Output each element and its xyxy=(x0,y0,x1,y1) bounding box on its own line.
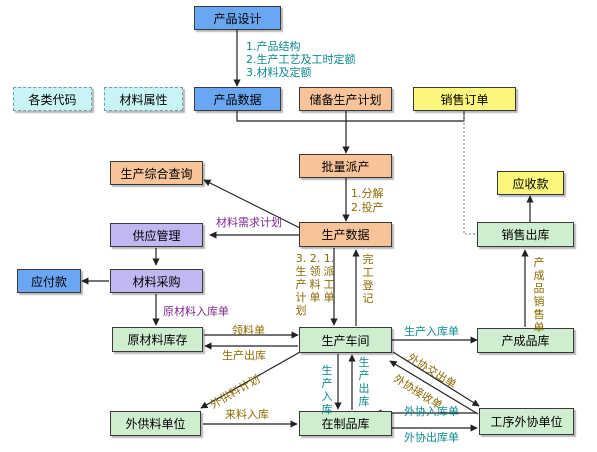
label-prod-out: 生产出库 xyxy=(222,349,266,362)
label-completion: 完工登记 xyxy=(362,253,374,305)
label-dispatch-note-1: 1.分解 xyxy=(351,187,384,200)
node-wip-stock: 在制品库 xyxy=(299,411,392,436)
edge-outsource-to-workshop xyxy=(389,360,479,415)
label-incoming: 来料入库 xyxy=(225,408,269,421)
label-material-pick: 领料单 xyxy=(232,324,265,337)
label-design-note-2: 2.生产工艺及工时定额 xyxy=(246,53,356,66)
node-stock-plan: 储备生产计划 xyxy=(299,87,392,111)
label-design-note-3: 3.材料及定额 xyxy=(246,66,312,79)
node-raw-stock: 原材料库存 xyxy=(112,327,203,352)
edge-order-to-salesout xyxy=(463,111,497,237)
edge-workshop-to-outsource xyxy=(392,351,480,407)
label-wip-out: 生产出库 xyxy=(358,356,370,408)
node-prod-query: 生产综合查询 xyxy=(110,161,203,185)
label-raw-in: 原材料入库单 xyxy=(163,305,229,318)
node-sales-out: 销售出库 xyxy=(477,222,574,247)
node-product-design: 产品设计 xyxy=(194,6,281,30)
node-process-outsource: 工序外协单位 xyxy=(479,408,574,435)
label-product-sales: 产成品销售单 xyxy=(533,256,545,334)
node-category-code: 各类代码 xyxy=(13,87,92,111)
label-outsource-out: 外协出库单 xyxy=(404,431,459,444)
label-outsource-in: 外协入库单 xyxy=(404,405,459,418)
edge-workshop-to-supplier xyxy=(200,351,301,409)
node-sales-order: 销售订单 xyxy=(413,87,516,111)
edge-to-query xyxy=(203,179,301,229)
label-dispatch-note-2: 2.投产 xyxy=(351,201,384,214)
node-workshop: 生产车间 xyxy=(299,327,392,353)
node-product-data: 产品数据 xyxy=(194,87,281,111)
node-finished-stock: 产成品库 xyxy=(477,328,574,353)
edge-merge-line xyxy=(236,111,465,122)
label-material-plan: 材料需求计划 xyxy=(216,216,282,229)
label-wip-in: 生产入库 xyxy=(321,364,333,416)
label-order-3: 3.生产计划 xyxy=(295,252,307,317)
node-supply-mgmt: 供应管理 xyxy=(110,223,203,247)
node-receivable: 应收款 xyxy=(497,171,564,195)
node-material-attr: 材料属性 xyxy=(104,87,183,111)
label-order-1: 1.派工单 xyxy=(323,252,335,304)
label-design-note-1: 1.产品结构 xyxy=(246,40,301,53)
node-payable: 应付款 xyxy=(17,269,81,293)
label-prod-in: 生产入库单 xyxy=(404,325,459,338)
node-purchase: 材料采购 xyxy=(110,269,203,293)
node-batch-dispatch: 批量派产 xyxy=(299,154,392,178)
node-prod-data: 生产数据 xyxy=(299,222,392,247)
node-outsource-supplier: 外供料单位 xyxy=(110,411,201,436)
label-order-2: 2.领料单 xyxy=(309,252,321,304)
